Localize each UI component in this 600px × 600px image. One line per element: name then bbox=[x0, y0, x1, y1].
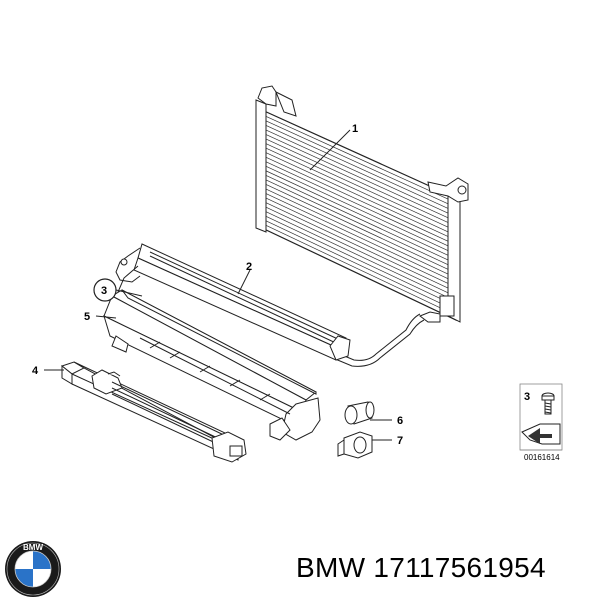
brand-label: BMW bbox=[296, 552, 366, 583]
condenser-tube bbox=[261, 136, 457, 227]
condenser-tube bbox=[261, 150, 457, 241]
condenser-tube bbox=[261, 214, 457, 307]
callout-3-circle bbox=[93, 278, 117, 302]
condenser-tube bbox=[261, 223, 457, 316]
condenser-tube bbox=[261, 182, 457, 274]
callout-4: 4 bbox=[32, 365, 39, 377]
bmw-logo: BMW bbox=[5, 541, 61, 597]
condenser-tube bbox=[261, 164, 457, 255]
logo-text: BMW bbox=[23, 543, 43, 552]
oil-line bbox=[327, 313, 425, 367]
callout-6: 6 bbox=[397, 415, 403, 427]
condenser-tube bbox=[261, 155, 457, 246]
clip-part-7 bbox=[337, 431, 373, 459]
callout-1: 1 bbox=[352, 123, 358, 135]
condenser-tube bbox=[261, 209, 457, 302]
screw-icon bbox=[541, 392, 555, 415]
condenser-part-1 bbox=[255, 85, 469, 323]
leader-lines bbox=[44, 129, 392, 441]
condenser-tube bbox=[261, 204, 457, 297]
condenser-fins bbox=[261, 114, 457, 316]
condenser-tube bbox=[261, 132, 457, 222]
mounting-rail-part-4 bbox=[60, 361, 247, 463]
condenser-tube bbox=[261, 127, 457, 218]
condenser-tube bbox=[261, 141, 457, 232]
condenser-tube bbox=[261, 173, 457, 265]
condenser-tube bbox=[261, 177, 457, 269]
part-number: 17117561954 bbox=[373, 552, 546, 583]
callout-5: 5 bbox=[84, 311, 90, 323]
condenser-tube bbox=[261, 118, 457, 208]
frame-part-5 bbox=[103, 289, 321, 441]
condenser-tube bbox=[261, 159, 457, 250]
condenser-tube bbox=[261, 218, 457, 311]
condenser-tube bbox=[261, 123, 457, 213]
callout-7: 7 bbox=[397, 435, 403, 447]
inset-screw-box: 3 00161614 bbox=[519, 383, 563, 462]
callout-2: 2 bbox=[246, 261, 252, 273]
inset-diagram-code: 00161614 bbox=[524, 453, 560, 462]
condenser-tube bbox=[261, 168, 457, 260]
condenser-tube bbox=[261, 114, 457, 204]
condenser-tube bbox=[261, 191, 457, 283]
sleeve-part-6 bbox=[344, 401, 375, 425]
condenser-tube bbox=[261, 195, 457, 288]
callout-3: 3 bbox=[101, 285, 107, 297]
condenser-tube bbox=[261, 145, 457, 236]
oil-cooler-part-2 bbox=[115, 243, 351, 361]
condenser-tube bbox=[261, 186, 457, 279]
inset-callout-3: 3 bbox=[524, 391, 530, 403]
condenser-tube bbox=[261, 200, 457, 293]
